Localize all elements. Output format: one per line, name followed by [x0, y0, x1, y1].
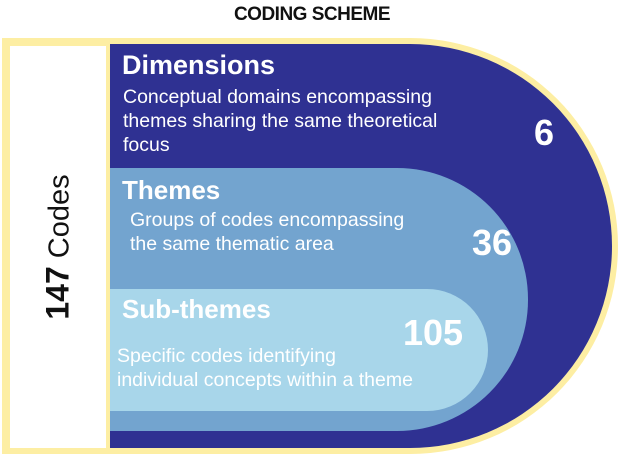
dimensions-description-line: Conceptual domains encompassing	[123, 86, 432, 108]
subthemes-band	[110, 289, 488, 411]
dimensions-description: Conceptual domains encompassing themes s…	[123, 85, 437, 158]
diagram-title: CODING SCHEME	[233, 4, 391, 25]
themes-description: Groups of codes encompassing the same th…	[130, 208, 404, 256]
subthemes-description-line: Specific codes identifying	[117, 345, 336, 367]
themes-description-line: the same thematic area	[130, 233, 334, 256]
dimensions-count: 6	[534, 112, 555, 153]
themes-description-line: Groups of codes encompassing	[130, 209, 405, 231]
total-codes-number: 147	[39, 266, 76, 320]
total-codes-label: 147 Codes	[40, 174, 77, 319]
subthemes-title: Sub-themes	[122, 294, 271, 324]
themes-count: 36	[472, 222, 513, 263]
subthemes-description-line: individual concepts within a theme	[117, 369, 413, 392]
themes-title: Themes	[122, 175, 221, 205]
subthemes-description: Specific codes identifying individual co…	[117, 344, 413, 392]
total-codes-text: Codes	[43, 174, 76, 259]
total-codes-panel	[10, 46, 106, 448]
dimensions-title: Dimensions	[122, 50, 276, 80]
dimensions-description-line: themes sharing the same theoretical	[123, 110, 438, 133]
dimensions-description-line: focus	[123, 134, 170, 157]
subthemes-count: 105	[403, 312, 464, 353]
